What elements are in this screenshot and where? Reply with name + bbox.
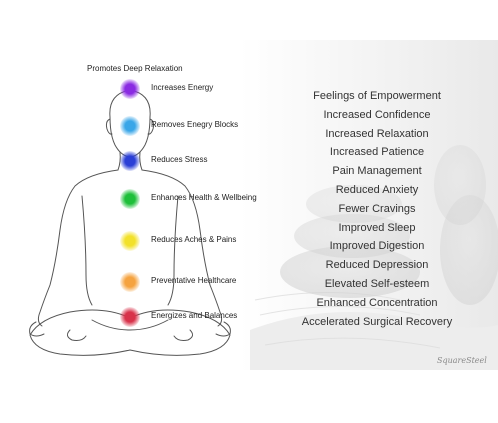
benefit-item: Elevated Self-esteem xyxy=(324,277,430,290)
chakra-glow-icon xyxy=(120,116,140,136)
chakra-glow-icon xyxy=(120,151,140,171)
benefit-item: Feelings of Empowerment xyxy=(313,90,441,102)
benefit-item: Pain Management xyxy=(332,165,422,178)
chakra-glow-icon xyxy=(120,307,140,327)
chakra-label: Preventative Healthcare xyxy=(151,276,237,285)
benefits-list: Feelings of Empowerment Increased Confid… xyxy=(287,87,467,331)
benefit-item: Increased Confidence xyxy=(323,108,431,121)
chakra-glow-icon xyxy=(120,272,140,292)
chakra-glow-icon xyxy=(120,79,140,99)
benefit-item: Increased Patience xyxy=(329,146,425,159)
benefit-item: Accelerated Surgical Recovery xyxy=(301,315,453,328)
artist-signature: SquareSteel xyxy=(437,356,487,365)
chakra-label: Reduces Aches & Pains xyxy=(151,235,237,244)
benefit-item: Reduced Anxiety xyxy=(335,183,419,196)
chakra-glow-icon xyxy=(120,189,140,209)
chakra-label: Reduces Stress xyxy=(151,155,208,164)
benefit-item: Reduced Depression xyxy=(325,259,429,272)
benefit-item: Enhanced Concentration xyxy=(316,296,438,309)
chakra-label: Energizes and Balances xyxy=(151,311,238,320)
top-caption: Promotes Deep Relaxation xyxy=(87,64,183,73)
benefit-item: Fewer Cravings xyxy=(338,202,416,215)
chakra-label: Enhances Health & Wellbeing xyxy=(151,193,257,202)
benefit-item: Improved Digestion xyxy=(329,240,425,253)
benefit-item: Improved Sleep xyxy=(338,221,416,234)
chakra-label: Removes Enegry Blocks xyxy=(151,120,239,129)
chakra-glow-icon xyxy=(120,231,140,251)
benefit-item: Increased Relaxation xyxy=(325,127,429,140)
chakra-label: Increases Energy xyxy=(151,83,214,92)
